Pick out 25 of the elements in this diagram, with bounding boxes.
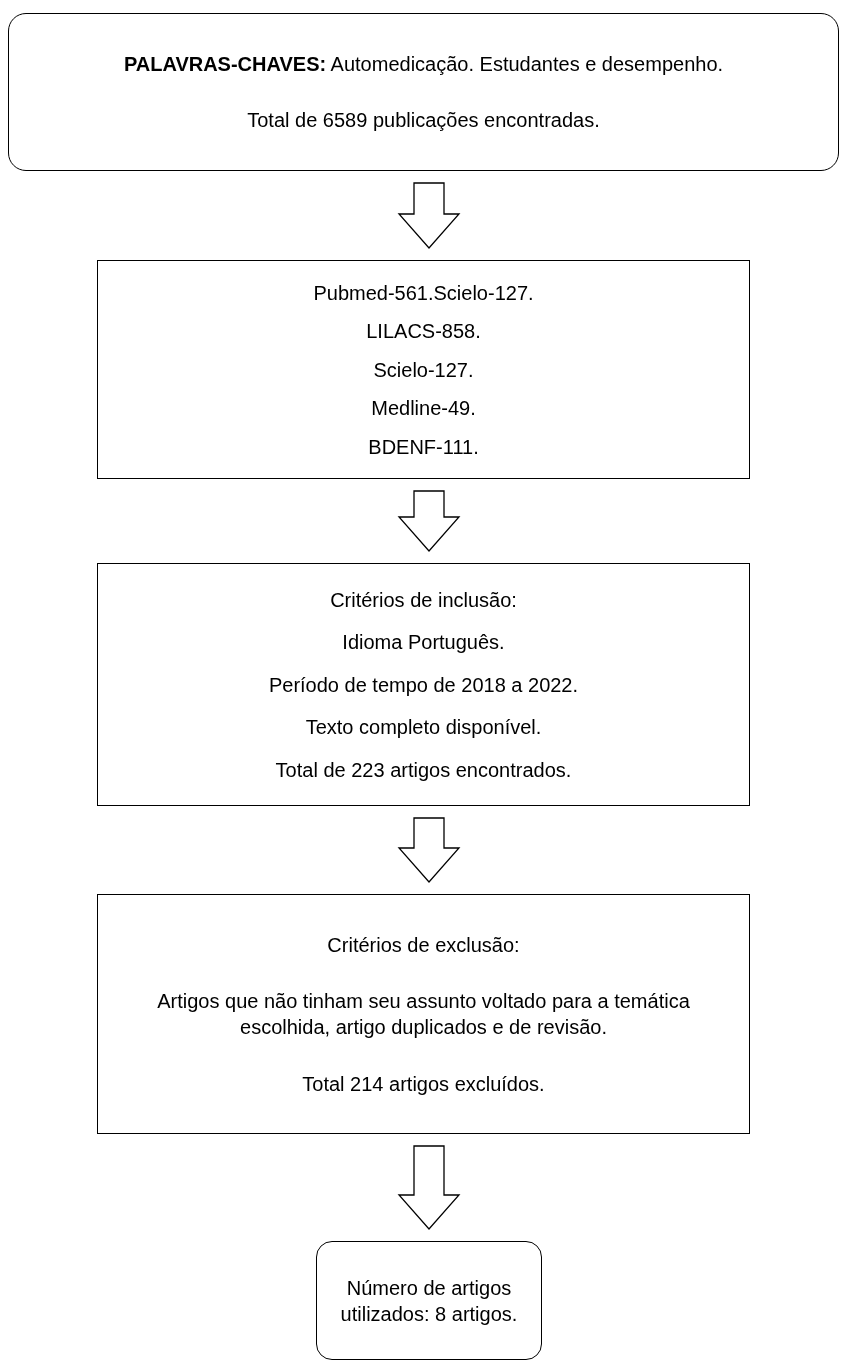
box-text: Total de 223 artigos encontrados.	[275, 757, 572, 783]
box-text: BDENF-111.	[368, 434, 479, 460]
box-text: Pubmed-561.Scielo-127.	[313, 280, 534, 306]
box-text: PALAVRAS-CHAVES: Automedicação. Estudantes e desempenho.	[123, 51, 724, 77]
box-text: Período de tempo de 2018 a 2022.	[268, 672, 579, 698]
box-text: LILACS-858.	[366, 319, 481, 344]
block-arrow	[397, 1145, 461, 1230]
box-text: Scielo-127.	[373, 357, 474, 383]
box-text: Total de 6589 publicações encontradas.	[247, 108, 600, 134]
box-text: Total 214 artigos excluídos.	[302, 1071, 545, 1097]
process-box	[97, 894, 750, 1134]
rounded-box	[316, 1241, 542, 1360]
box-text: Número de artigos utilizados: 8 artigos.	[339, 1275, 519, 1327]
block-arrow	[397, 182, 461, 249]
block-arrow	[397, 490, 461, 552]
box-text: Critérios de inclusão:	[330, 587, 517, 613]
process-box	[97, 563, 750, 806]
box-text: Medline-49.	[371, 396, 476, 421]
box-text: Critérios de exclusão:	[327, 932, 520, 958]
box-text: Artigos que não tinham seu assunto voltado para a temática escolhida, artigo duplicados e de revisão.	[156, 989, 691, 1040]
process-box	[97, 260, 750, 479]
rounded-box	[8, 13, 839, 171]
box-text: Idioma Português.	[342, 630, 505, 655]
block-arrow	[397, 817, 461, 883]
box-text: Texto completo disponível.	[305, 715, 542, 740]
